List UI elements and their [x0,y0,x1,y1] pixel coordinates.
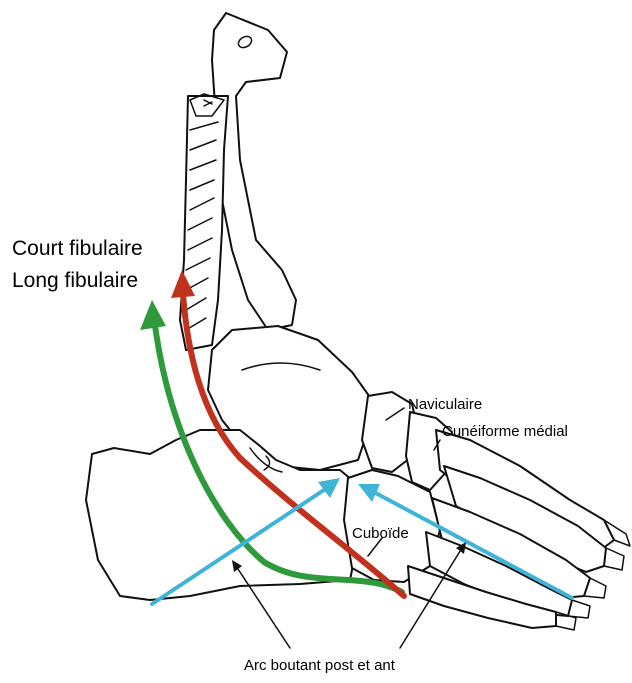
long-fibulaire-arrowhead [140,300,166,330]
label-cuneiforme-medial: Cunéiforme médial [442,423,568,440]
label-court-fibulaire: Court fibulaire [12,237,143,260]
label-arc-boutant: Arc boutant post et ant [244,657,396,674]
label-cuboide: Cuboïde [352,525,409,542]
label-long-fibulaire: Long fibulaire [12,269,138,292]
label-naviculaire: Naviculaire [408,396,482,413]
fibula-bone [212,13,296,330]
